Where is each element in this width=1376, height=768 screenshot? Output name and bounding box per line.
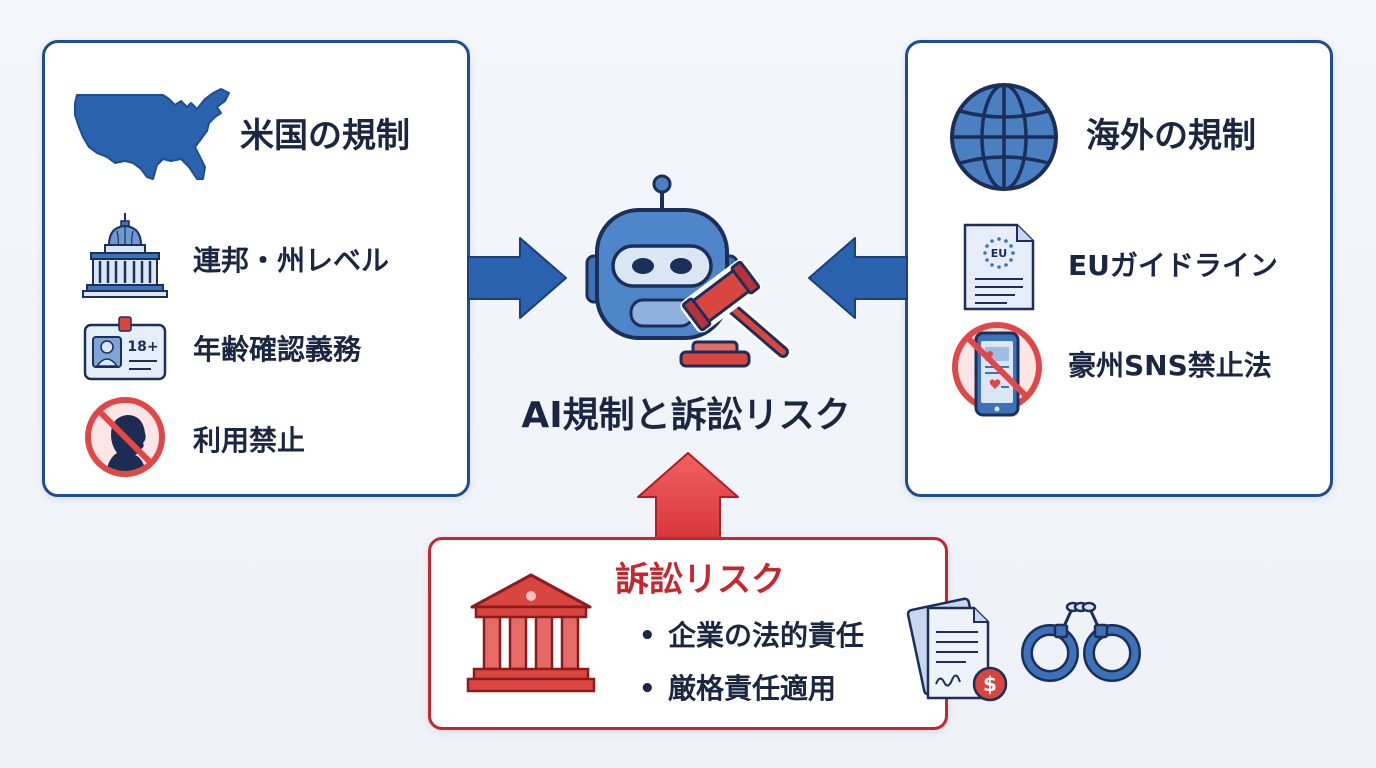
item-strict-liability: 厳格責任適用	[668, 672, 837, 705]
item-eu-guideline: EUガイドライン	[1068, 249, 1278, 282]
us-regulation-title: 米国の規制	[240, 116, 410, 156]
litigation-risk-panel: 訴訟リスク • 企業の法的責任 • 厳格責任適用	[428, 537, 948, 730]
eu-badge: EU	[991, 247, 1007, 260]
center-title: AI規制と訴訟リスク	[521, 395, 851, 436]
item-corporate-liability: 企業の法的責任	[668, 619, 865, 652]
handcuffs-icon	[1021, 601, 1141, 682]
us-map-icon	[74, 88, 230, 180]
globe-icon	[950, 83, 1058, 191]
item-usage-ban: 利用禁止	[193, 424, 306, 457]
eu-document-icon: EU	[963, 223, 1035, 311]
item-federal-state-level: 連邦・州レベル	[193, 244, 390, 277]
id-card-icon: 18+	[83, 316, 167, 381]
us-regulation-panel: 米国の規制 連邦・州レベル 18+ 年齢確認義務 利用禁止	[42, 40, 470, 497]
item-australia-sns-ban: 豪州SNS禁止法	[1068, 349, 1272, 382]
arrow-left-icon	[808, 237, 908, 319]
litigation-risk-title: 訴訟リスク	[615, 560, 785, 600]
age-badge: 18+	[127, 339, 158, 355]
bullet-marker: •	[639, 621, 656, 651]
bullet-marker: •	[639, 674, 656, 704]
arrow-up-icon	[637, 452, 739, 542]
capitol-building-icon	[82, 213, 168, 298]
arrow-right-icon	[467, 237, 567, 319]
item-age-verification: 年齢確認義務	[193, 333, 362, 366]
robot-with-gavel-icon	[585, 174, 792, 368]
prohibited-person-icon	[85, 397, 165, 477]
overseas-regulation-title: 海外の規制	[1086, 116, 1256, 156]
prohibited-phone-icon	[952, 322, 1042, 417]
overseas-regulation-panel: 海外の規制 EU EUガイドライン 豪州SNS禁止法	[905, 40, 1333, 497]
dollar-symbol: $	[983, 672, 997, 696]
legal-documents-dollar-icon: $	[906, 597, 1008, 702]
courthouse-icon	[466, 573, 596, 693]
